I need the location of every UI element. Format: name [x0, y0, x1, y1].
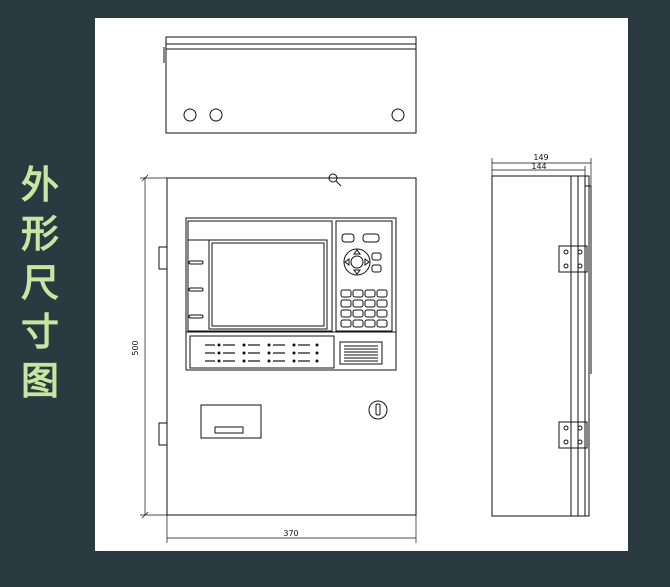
- keypad-area: [335, 220, 393, 332]
- drawing-sheet: 500 370 149 144: [95, 18, 628, 551]
- title-char-2: 形: [20, 211, 59, 256]
- indicator-strip: [189, 335, 335, 369]
- title-char-4: 寸: [20, 309, 59, 354]
- indicator-leds: [205, 344, 310, 362]
- mount-hole: [183, 108, 197, 122]
- front-view: [158, 173, 417, 516]
- depth-dimension: [491, 158, 592, 186]
- side-title: 外 形 尺 寸 图: [14, 160, 66, 405]
- top-view: [163, 36, 417, 134]
- width-dimension: [166, 515, 417, 543]
- mount-hole: [391, 108, 405, 122]
- mount-hole: [209, 108, 223, 122]
- hinge: [158, 422, 168, 446]
- cabinet-side: [491, 175, 590, 517]
- key-lock: [368, 400, 388, 420]
- side-view: [491, 175, 592, 517]
- title-char-3: 尺: [20, 260, 59, 305]
- numeric-keys: [340, 289, 388, 328]
- dimension-drawing: [140, 36, 592, 543]
- cabinet-front: [166, 177, 417, 516]
- control-panel: [185, 217, 397, 371]
- title-char-5: 图: [20, 358, 59, 403]
- display-screen: [208, 239, 328, 330]
- printer-slot: [200, 404, 262, 439]
- title-char-1: 外: [20, 162, 59, 207]
- nav-dial: [343, 248, 371, 276]
- lock-icon: [328, 173, 342, 187]
- side-hinge: [558, 245, 588, 273]
- height-dimension: [140, 174, 167, 519]
- hinge: [158, 246, 168, 270]
- side-hinge: [558, 421, 588, 449]
- speaker-grille: [339, 341, 383, 365]
